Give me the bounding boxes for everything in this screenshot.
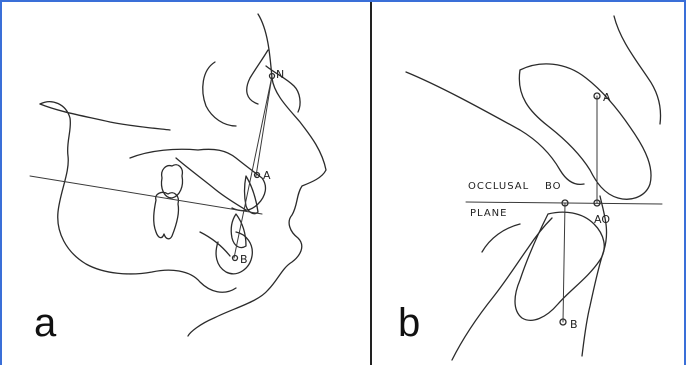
forehead-curve <box>247 50 268 104</box>
upper-jaw-right <box>614 16 661 124</box>
panel-b-tracing: A B AO BO OCCLUSAL PLANE <box>406 16 662 360</box>
cranial-base-and-mandible <box>40 102 236 293</box>
lower-incisor <box>231 214 246 248</box>
na-line <box>256 76 272 176</box>
occlusal-plane-line <box>30 176 262 214</box>
label-ao: AO <box>594 213 610 226</box>
label-plane: PLANE <box>470 208 507 219</box>
label-occlusal: OCCLUSAL <box>468 181 529 192</box>
panel-label-a: a <box>34 303 56 343</box>
label-point-b: B <box>240 253 248 266</box>
cranial-base-upper <box>40 104 170 130</box>
ramus-line <box>200 232 230 256</box>
upper-incisor-outline <box>519 64 651 199</box>
lower-jaw-far-left <box>482 224 520 252</box>
panel-a-tracing: N A B <box>30 14 326 336</box>
label-point-a: A <box>263 169 271 182</box>
nb-line <box>234 76 272 258</box>
occlusal-plane-line <box>466 202 662 204</box>
panel-label-b: b <box>398 303 420 343</box>
label-bo: BO <box>545 181 562 192</box>
orbit-curve <box>203 62 236 126</box>
b-perpendicular <box>563 203 565 322</box>
palate-line <box>176 158 246 210</box>
lower-jaw-left <box>452 218 552 360</box>
upper-incisor <box>245 176 259 214</box>
point-b-marker <box>233 256 238 261</box>
label-point-b: B <box>570 318 578 331</box>
upper-jaw-outline <box>406 72 584 184</box>
label-nasion: N <box>276 68 284 81</box>
label-point-a: A <box>603 91 611 104</box>
